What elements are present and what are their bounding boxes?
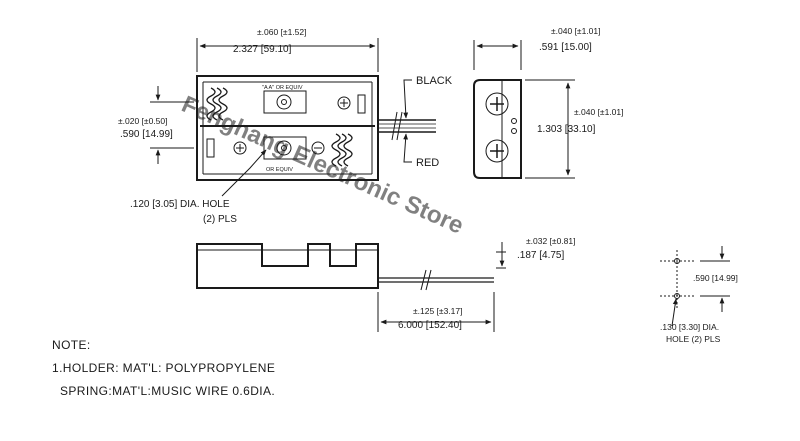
lead-length-dimension: 6.000 [152.40] [398, 320, 462, 331]
hole-callout-line2: (2) PLS [203, 214, 237, 225]
end-view [473, 40, 575, 179]
hole-pattern-callout-line1: .130 [3.30] DIA. [660, 322, 719, 332]
end-depth-dimension: .591 [15.00] [539, 42, 592, 53]
top-view [150, 38, 436, 197]
wire-red-label: RED [416, 157, 439, 169]
lead-length-tolerance: ±.125 [±3.17] [413, 306, 463, 316]
side-view-labels: ±.032 [±0.81] .187 [4.75] ±.125 [±3.17] … [398, 236, 576, 331]
hole-pattern-labels: .590 [14.99] .130 [3.30] DIA. HOLE (2) P… [660, 273, 738, 344]
side-height-dimension: .187 [4.75] [517, 250, 564, 261]
side-view [196, 242, 506, 332]
hole-spacing-dimension: .590 [14.99] [693, 273, 738, 283]
wire-black-label: BLACK [416, 75, 453, 87]
side-height-tolerance: ±.032 [±0.81] [526, 236, 576, 246]
top-width-dimension: 2.327 [59.10] [233, 44, 292, 55]
top-width-tolerance: ±.060 [±1.52] [257, 27, 307, 37]
end-height-dimension: 1.303 [33.10] [537, 124, 596, 135]
notes-heading: NOTE: [52, 338, 91, 352]
left-spacing-dimension: .590 [14.99] [120, 129, 173, 140]
cell-marking-bottom: OR EQUIV [266, 167, 293, 173]
hole-callout-line1: .120 [3.05] DIA. HOLE [130, 199, 230, 210]
notes-line-spring: SPRING:MAT'L:MUSIC WIRE 0.6DIA. [60, 384, 276, 398]
hole-pattern [660, 246, 730, 327]
top-view-labels: ±.060 [±1.52] 2.327 [59.10] ±.020 [±0.50… [118, 27, 453, 225]
notes-block: NOTE: 1.HOLDER: MAT'L: POLYPROPYLENE SPR… [52, 334, 275, 403]
end-height-tolerance: ±.040 [±1.01] [574, 107, 624, 117]
cell-marking-top: "A A" OR EQUIV [262, 85, 303, 91]
left-spacing-tolerance: ±.020 [±0.50] [118, 116, 168, 126]
notes-line-holder: 1.HOLDER: MAT'L: POLYPROPYLENE [52, 361, 276, 375]
hole-pattern-callout-line2: HOLE (2) PLS [666, 334, 721, 344]
end-depth-tolerance: ±.040 [±1.01] [551, 26, 601, 36]
end-view-labels: ±.040 [±1.01] .591 [15.00] ±.040 [±1.01]… [537, 26, 624, 135]
